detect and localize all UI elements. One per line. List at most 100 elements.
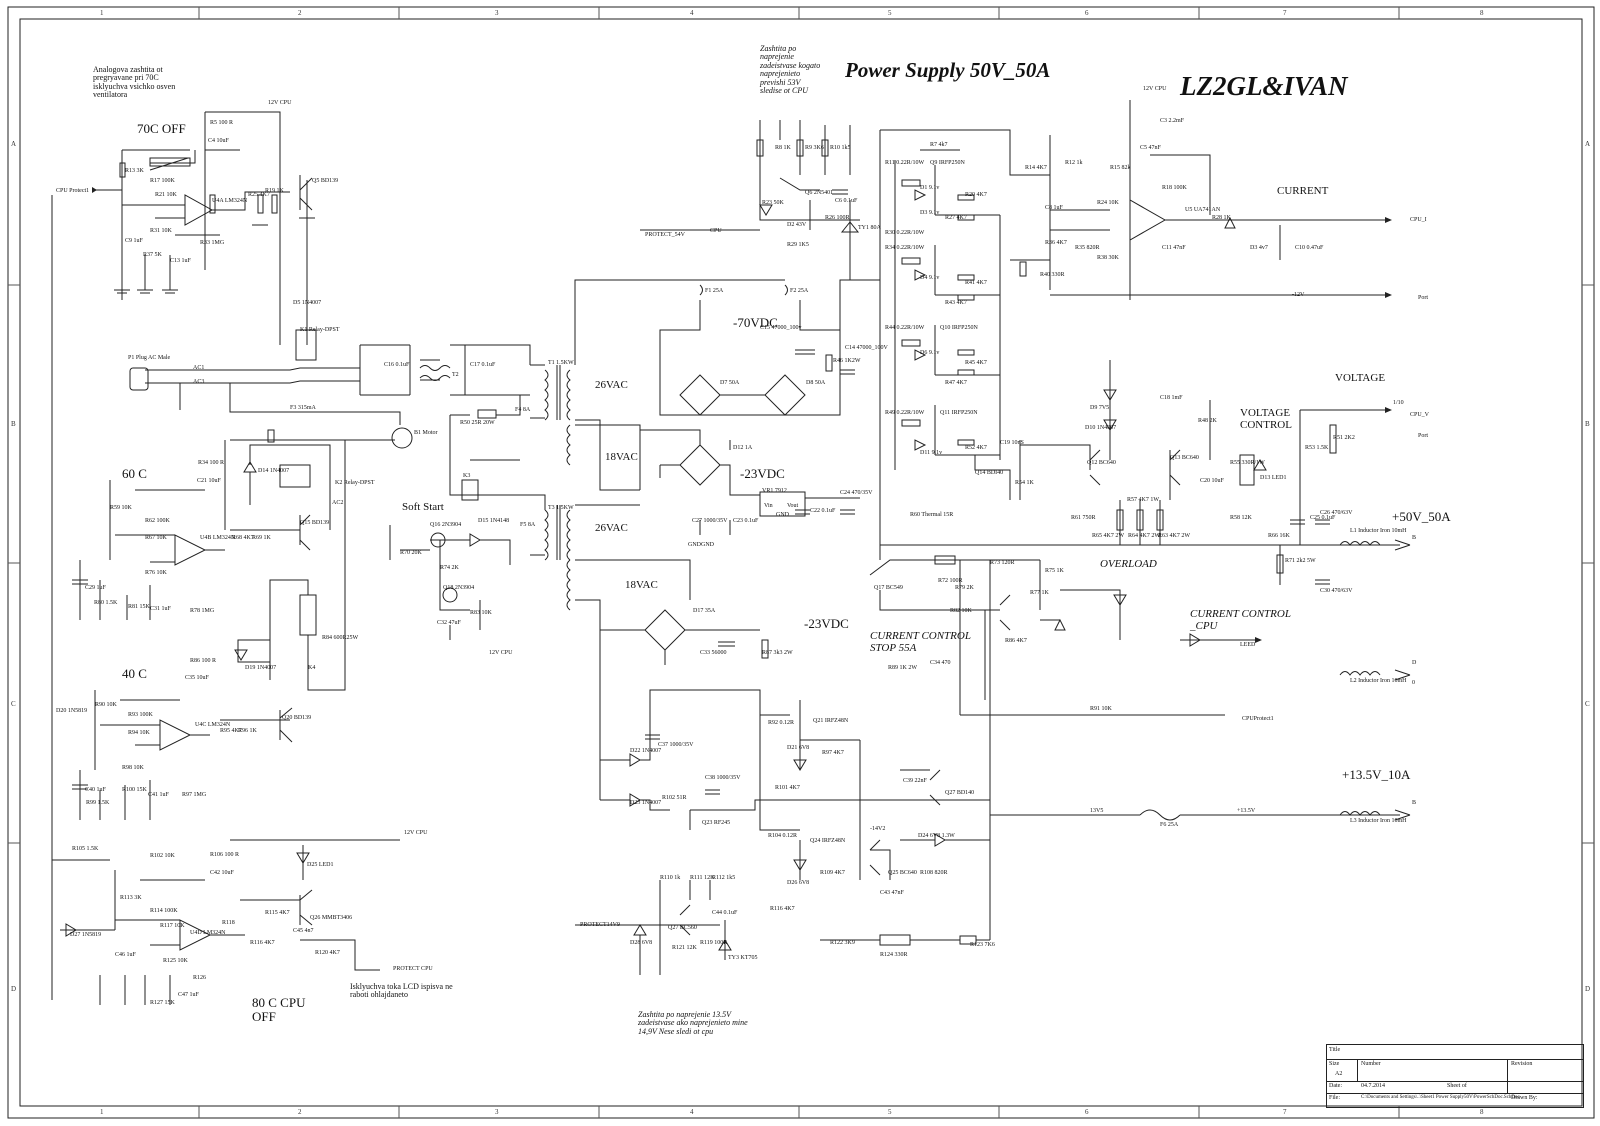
component-ref: R102	[662, 795, 676, 801]
component-ref: C27	[692, 518, 703, 524]
component-ref: C45	[293, 928, 304, 934]
component-label: F1 25A	[705, 288, 723, 294]
component-ref: C25	[1310, 515, 1321, 521]
component-value: 0.22R/10W	[895, 230, 925, 236]
component-ref: F5	[520, 522, 527, 528]
note-top-left: Analogova zashtita ot pregryavane pri 70…	[93, 65, 176, 100]
component-label: Q26 MMBT3406	[310, 915, 352, 921]
component-value: 100 R	[208, 460, 225, 466]
component-label: T2	[452, 372, 459, 378]
component-value: 6V8 1.3W	[928, 833, 955, 839]
component-value: LED1	[317, 862, 334, 868]
component-ref: R53	[1305, 445, 1316, 451]
component-label: R28 1K	[1212, 215, 1231, 221]
component-ref: R74	[440, 565, 451, 571]
component-ref: D8	[806, 380, 814, 386]
component-ref: R78	[190, 608, 201, 614]
component-label: C23 0.1uF	[733, 518, 758, 524]
component-value: 470	[940, 660, 951, 666]
component-ref: R125	[163, 958, 177, 964]
component-value: 10uF	[215, 138, 229, 144]
component-label: D15 1N4148	[478, 518, 509, 524]
component-ref: Q16	[430, 522, 441, 528]
component-value: Inductor Iron 10mH	[1356, 678, 1407, 684]
component-label: R79 2K	[955, 585, 974, 591]
component-label: R86 4K7	[1005, 638, 1027, 644]
component-label: Q9 IRFP250N	[930, 160, 965, 166]
component-ref: R122	[830, 940, 844, 946]
component-label: R77 1K	[1030, 590, 1049, 596]
component-value: 4K7	[955, 300, 967, 306]
component-ref: D10	[1085, 425, 1096, 431]
port-port-1: Port	[1418, 295, 1429, 301]
component-label: Q25 BC640	[888, 870, 917, 876]
component-label: R33 1MG	[200, 240, 224, 246]
component-value: 1N4007	[1095, 425, 1117, 431]
component-label: L3 Inductor Iron 10mH	[1350, 818, 1407, 824]
component-ref: R11	[885, 160, 895, 166]
port-cpu: CPU	[710, 228, 722, 234]
component-label: D5 1N4007	[293, 300, 321, 306]
component-value: 8A	[526, 522, 536, 528]
component-label: C26 470/63V	[1320, 510, 1353, 516]
component-ref: R119	[700, 940, 713, 946]
component-label: R40 330R	[1040, 272, 1065, 278]
border-row-marker: C	[1585, 700, 1590, 708]
component-value: 4K7	[955, 215, 967, 221]
component-ref: R81	[128, 604, 139, 610]
component-label: R37 5K	[143, 252, 162, 258]
component-value: 0.22R/10W	[895, 410, 925, 416]
component-ref: R96	[238, 728, 249, 734]
component-label: R117 10K	[160, 923, 185, 929]
component-ref: R123	[970, 942, 984, 948]
component-value: 1N5819	[66, 708, 88, 714]
component-ref: R79	[955, 585, 966, 591]
net-ac3: AC3	[193, 379, 205, 385]
component-label: R34 100 R	[198, 460, 224, 466]
component-label: R87 3k3 2W	[762, 650, 793, 656]
component-value: 4K7	[1035, 165, 1047, 171]
note-bottom-left: Isklyuchva toka LCD ispisva ne raboti oh…	[350, 982, 453, 1000]
component-ref: R86	[190, 658, 201, 664]
component-ref: R93	[128, 712, 139, 718]
component-ref: R69	[252, 535, 263, 541]
rail-12v-cpu-c: 12V CPU	[489, 650, 513, 656]
component-label: C32 47uF	[437, 620, 461, 626]
component-label: R29 1K5	[787, 242, 809, 248]
component-value: 3K9	[843, 940, 855, 946]
component-ref: R109	[820, 870, 834, 876]
component-label: R113 3K	[120, 895, 142, 901]
component-ref: R95	[220, 728, 231, 734]
component-label: R111 12K	[690, 875, 714, 881]
component-label: R64 4K7 2W	[1128, 533, 1160, 539]
component-ref: T1	[548, 360, 555, 366]
component-value: 4K7 2W	[1168, 533, 1191, 539]
label-70c-off: 70C OFF	[137, 121, 186, 136]
component-label: D19 1N4007	[245, 665, 276, 671]
main-title: Power Supply 50V_50A	[845, 58, 1051, 82]
component-value: 1N4007	[640, 748, 662, 754]
component-value: 2.2mF	[1167, 118, 1185, 124]
component-ref: R37	[143, 252, 154, 258]
component-value: 4K7	[975, 360, 987, 366]
component-value: 47uF	[447, 620, 461, 626]
component-label: C18 1mF	[1160, 395, 1183, 401]
component-label: C40 1uF	[85, 787, 106, 793]
component-value: 100R	[835, 215, 850, 221]
component-label: R123 7K6	[970, 942, 995, 948]
component-label: R35 820R	[1075, 245, 1100, 251]
component-value: 0.47uF	[1305, 245, 1324, 251]
component-label: R90 10K	[95, 702, 117, 708]
component-ref: R121	[672, 945, 686, 951]
component-ref: R9	[805, 145, 813, 151]
component-ref: R86	[1005, 638, 1016, 644]
component-label: R49 0.22R/10W	[885, 410, 924, 416]
component-value: IRFZ48N	[820, 838, 846, 844]
component-label: D2 43V	[787, 222, 806, 228]
component-value: 470/35V	[850, 490, 873, 496]
component-ref: R91	[1090, 706, 1101, 712]
component-ref: R41	[965, 280, 976, 286]
component-value: 15K	[135, 787, 147, 793]
component-label: R44 0.22R/10W	[885, 325, 924, 331]
component-value: 47nF	[1147, 145, 1161, 151]
